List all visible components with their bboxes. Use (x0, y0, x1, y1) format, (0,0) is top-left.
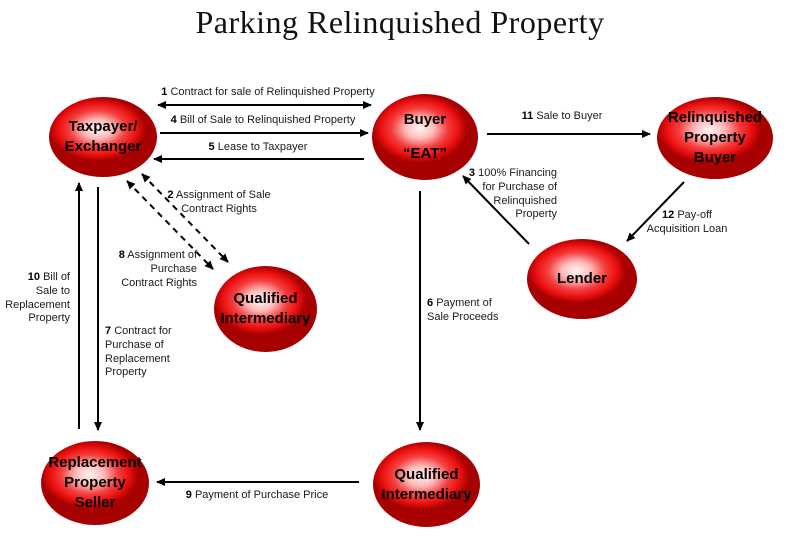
edge-label-12: 12 Pay-off Acquisition Loan (646, 209, 728, 235)
node-relinquished-property-buyer: Relinquished Property Buyer (657, 97, 773, 179)
edge-label-3: 3 100% Financing for Purchase of Relinqu… (468, 167, 557, 221)
page-title: Parking Relinquished Property (195, 4, 605, 40)
edge-label-8: 8 Assignment of Purchase Contract Rights (118, 249, 197, 289)
arrow-12-payoff-loan (626, 181, 685, 242)
node-buyer-eat: Buyer “EAT” (372, 94, 478, 180)
edge-label-5: 5 Lease to Taxpayer (208, 141, 308, 153)
edge-label-2: 2 Assignment of Sale Contract Rights (167, 189, 271, 215)
node-qualified-intermediary-mid: Qualified Intermediary (214, 266, 317, 352)
arrow-3-financing (462, 175, 530, 245)
edge-label-9: 9 Payment of Purchase Price (185, 489, 329, 501)
edge-label-1: 1 Contract for sale of Relinquished Prop… (161, 86, 375, 98)
node-replacement-property-seller: Replacement Property Seller (41, 441, 149, 525)
edge-label-7: 7 Contract for Purchase of Replacement P… (105, 325, 172, 379)
arrow-8-assignment-purchase-rights (141, 173, 229, 263)
node-lender: Lender (527, 239, 637, 319)
node-taxpayer-exchanger: Taxpayer/ Exchanger (49, 97, 157, 177)
edge-label-10: 10 Bill of Sale to Replacement Property (5, 271, 70, 325)
edge-label-11: 11 Sale to Buyer (521, 110, 603, 122)
node-qualified-intermediary-bottom: Qualified Intermediary (373, 442, 480, 527)
edge-label-4: 4 Bill of Sale to Relinquished Property (170, 114, 356, 126)
edge-label-6: 6 Payment of Sale Proceeds (427, 297, 499, 323)
